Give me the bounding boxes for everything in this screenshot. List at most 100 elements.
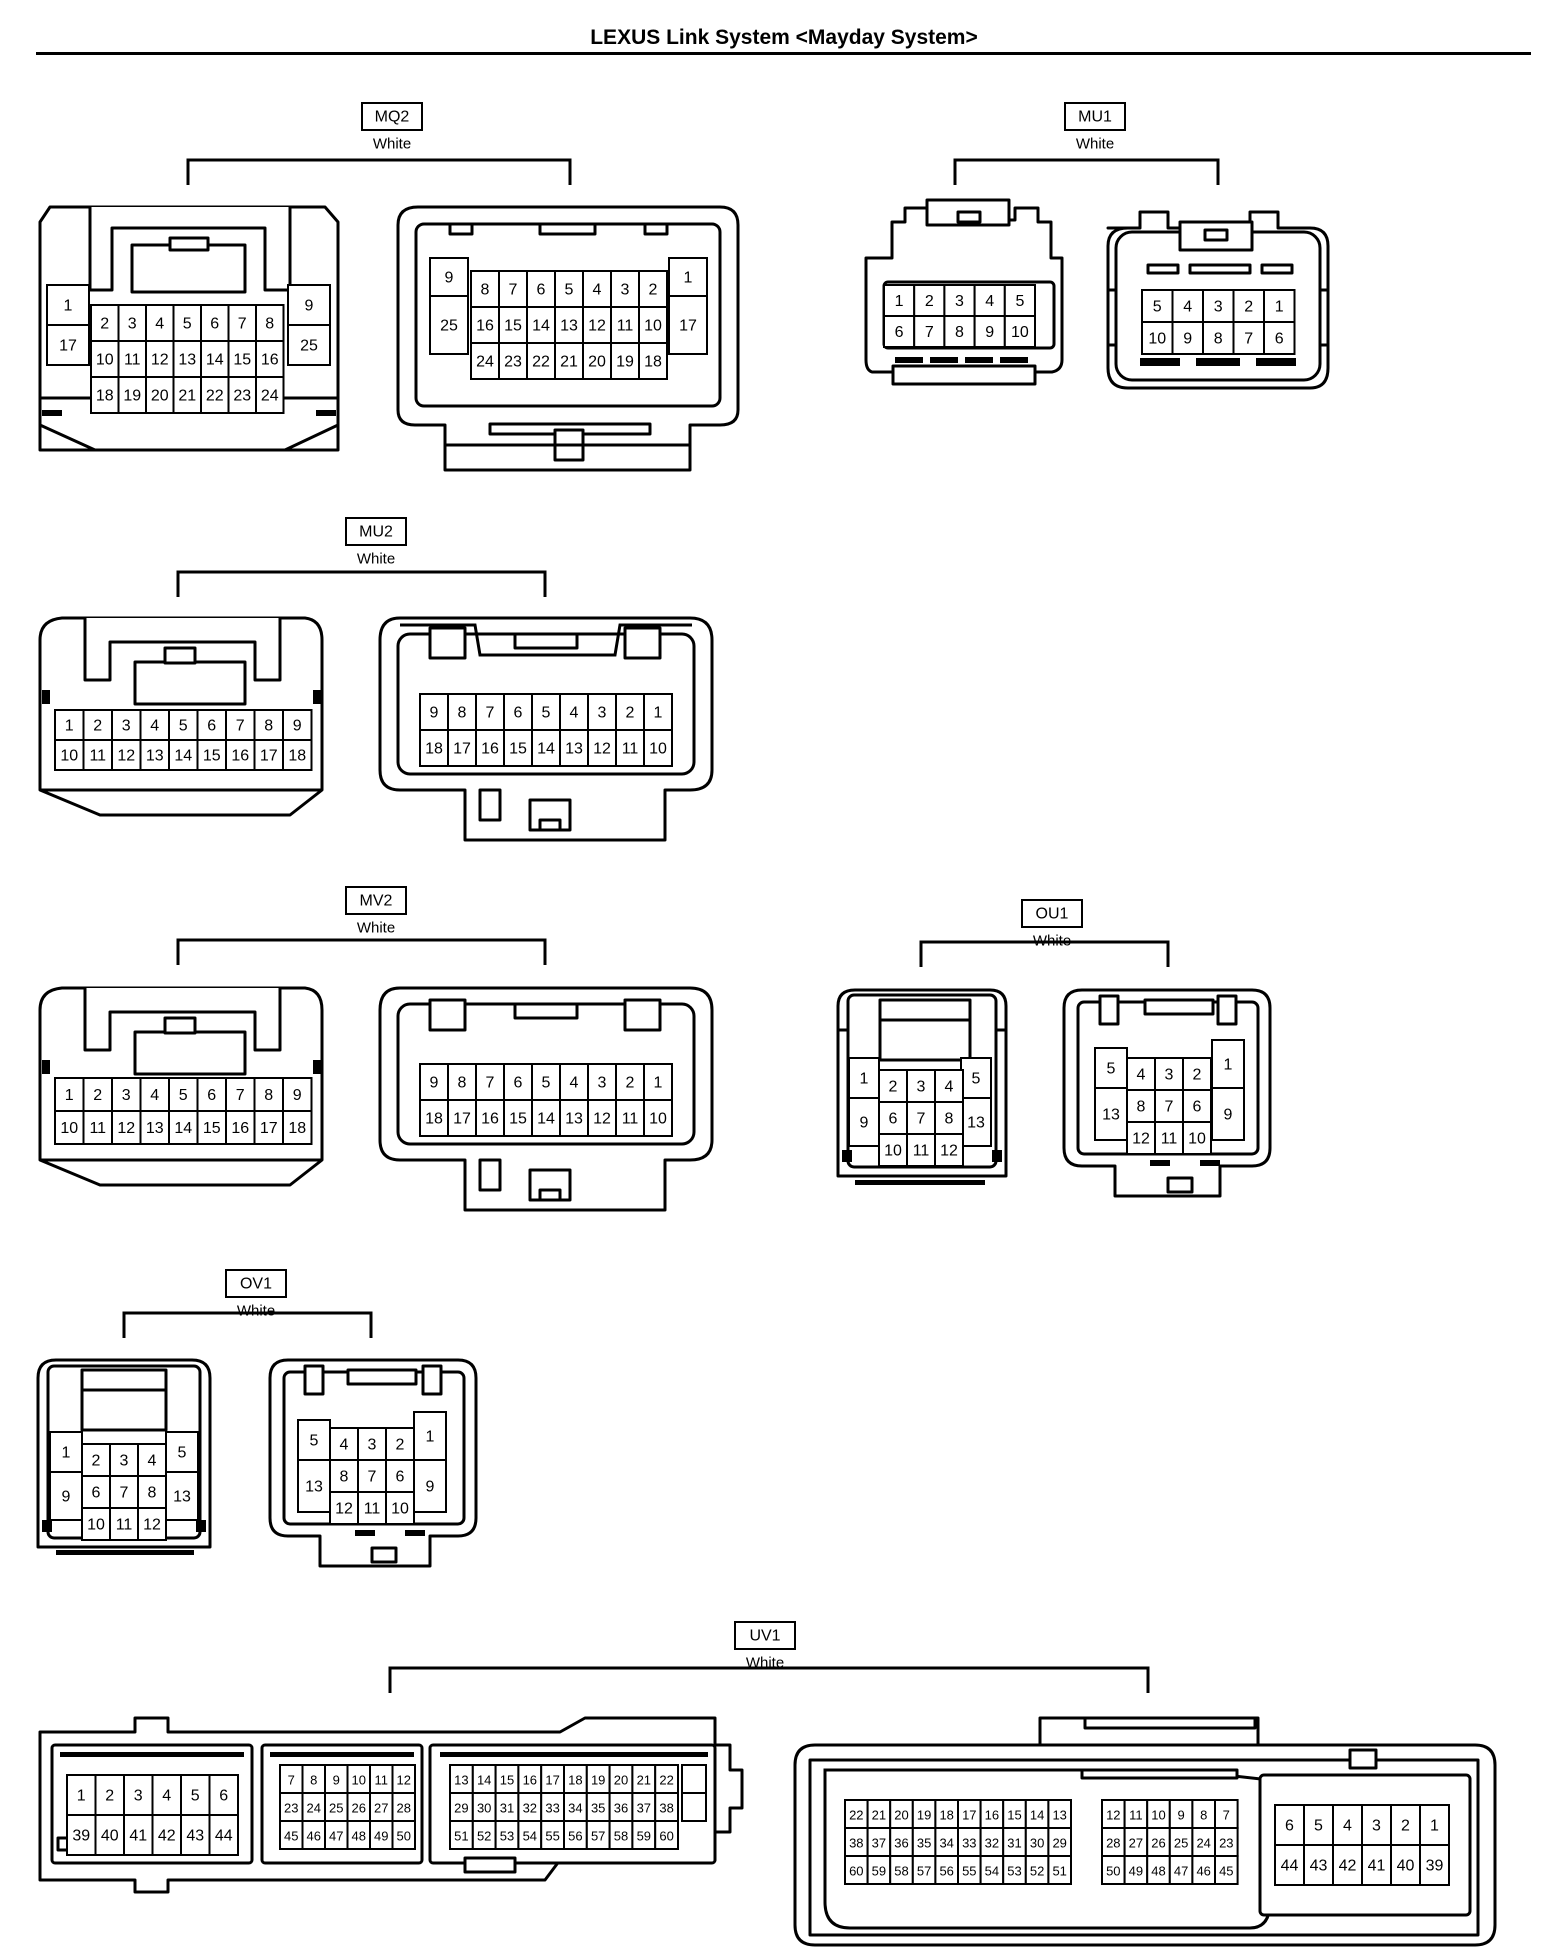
cavity-number: 10 xyxy=(60,1120,78,1137)
cavity-number: 6 xyxy=(396,1469,405,1486)
cavity-number: 37 xyxy=(637,1801,651,1816)
housing-rib xyxy=(1256,358,1296,366)
cavity-number: 9 xyxy=(305,298,314,315)
cavity-number: 11 xyxy=(913,1143,930,1160)
housing-rib xyxy=(1140,358,1180,366)
cavity-number: 12 xyxy=(593,741,611,758)
housing-detail xyxy=(448,222,474,236)
cavity-number: 14 xyxy=(537,741,555,758)
cavity-number: 13 xyxy=(178,352,196,369)
cavity-number: 2 xyxy=(396,1437,405,1454)
cavity-number: 2 xyxy=(889,1079,898,1096)
housing-rib xyxy=(965,357,993,363)
cavity xyxy=(111,1110,142,1145)
cavity-number: 54 xyxy=(985,1864,999,1879)
cavity-number: 54 xyxy=(523,1829,537,1844)
cavity-number: 1 xyxy=(65,1087,74,1104)
cavity xyxy=(1232,321,1265,355)
housing-detail xyxy=(80,1388,168,1432)
housing-detail xyxy=(1080,1768,1239,1780)
cavity-number: 7 xyxy=(1165,1099,1174,1116)
housing-detail xyxy=(1083,1716,1257,1730)
cavity-number: 3 xyxy=(1165,1067,1174,1084)
cavity xyxy=(1263,321,1296,355)
cavity-number: 47 xyxy=(1174,1864,1188,1879)
cavity xyxy=(475,729,505,767)
cavity-number: 8 xyxy=(265,316,274,333)
leader-bracket xyxy=(176,570,547,597)
cavity-number: 19 xyxy=(123,388,141,405)
cavity-number: 60 xyxy=(659,1829,673,1844)
housing-detail xyxy=(478,788,502,822)
cavity xyxy=(172,376,202,414)
cavity-number: 6 xyxy=(514,1075,523,1092)
cavity-number: 37 xyxy=(872,1836,886,1851)
cavity-number: 1 xyxy=(654,705,663,722)
cavity-number: 16 xyxy=(261,352,279,369)
cavity-number: 1 xyxy=(65,718,74,735)
cavity-number: 17 xyxy=(453,1111,471,1128)
cavity-number: 6 xyxy=(92,1485,101,1502)
cavity-number: 50 xyxy=(397,1829,411,1844)
cavity-number: 3 xyxy=(122,718,131,735)
cavity xyxy=(615,729,645,767)
cavity-number: 20 xyxy=(151,388,169,405)
cavity-number: 4 xyxy=(593,282,602,299)
housing-rib xyxy=(316,410,336,416)
cavity-number: 15 xyxy=(509,741,527,758)
cavity xyxy=(109,1443,139,1477)
cavity xyxy=(200,376,230,414)
cavity-number: 17 xyxy=(962,1808,976,1823)
cavity xyxy=(1154,1121,1184,1155)
cavity-number: 11 xyxy=(116,1517,133,1534)
cavity-number: 55 xyxy=(962,1864,976,1879)
cavity-number: 4 xyxy=(150,1087,159,1104)
cavity-number: 13 xyxy=(146,748,164,765)
housing-rib xyxy=(895,357,923,363)
cavity-number: 8 xyxy=(1200,1808,1207,1823)
cavity-number: 14 xyxy=(174,1120,192,1137)
cavity-number: 27 xyxy=(1129,1836,1143,1851)
cavity-number: 1 xyxy=(860,1071,869,1088)
cavity-number: 3 xyxy=(955,293,964,310)
cavity xyxy=(227,340,257,378)
housing-detail xyxy=(1098,994,1120,1026)
cavity-number: 56 xyxy=(568,1829,582,1844)
cavity-number: 16 xyxy=(985,1808,999,1823)
cavity xyxy=(848,1097,880,1147)
cavity-number: 5 xyxy=(1314,1818,1323,1835)
cavity xyxy=(913,315,946,348)
connector-color: White xyxy=(357,920,395,937)
cavity-number: 3 xyxy=(368,1437,377,1454)
cavity-number: 14 xyxy=(174,748,192,765)
cavity xyxy=(610,270,640,308)
cavity-number: 7 xyxy=(238,316,247,333)
housing-detail xyxy=(370,1546,398,1564)
cavity-number: 24 xyxy=(476,354,494,371)
cavity-number: 3 xyxy=(120,1453,129,1470)
cavity-number: 8 xyxy=(481,282,490,299)
cavity-number: 2 xyxy=(925,293,934,310)
cavity-number: 12 xyxy=(1132,1131,1150,1148)
housing-detail xyxy=(1143,998,1215,1016)
cavity-number: 4 xyxy=(1343,1818,1352,1835)
housing-detail xyxy=(623,626,662,660)
cavity-number: 7 xyxy=(925,324,934,341)
cavity-number: 17 xyxy=(260,1120,278,1137)
housing-rib xyxy=(440,1752,708,1757)
cavity-number: 17 xyxy=(679,318,697,335)
housing-detail xyxy=(538,1188,562,1202)
cavity xyxy=(287,324,331,366)
housing-detail xyxy=(623,998,662,1032)
connector-color: White xyxy=(1076,136,1114,153)
page-title: LEXUS Link System <Mayday System> xyxy=(590,26,978,49)
housing-detail xyxy=(133,660,247,706)
cavity-number: 1 xyxy=(1430,1818,1439,1835)
